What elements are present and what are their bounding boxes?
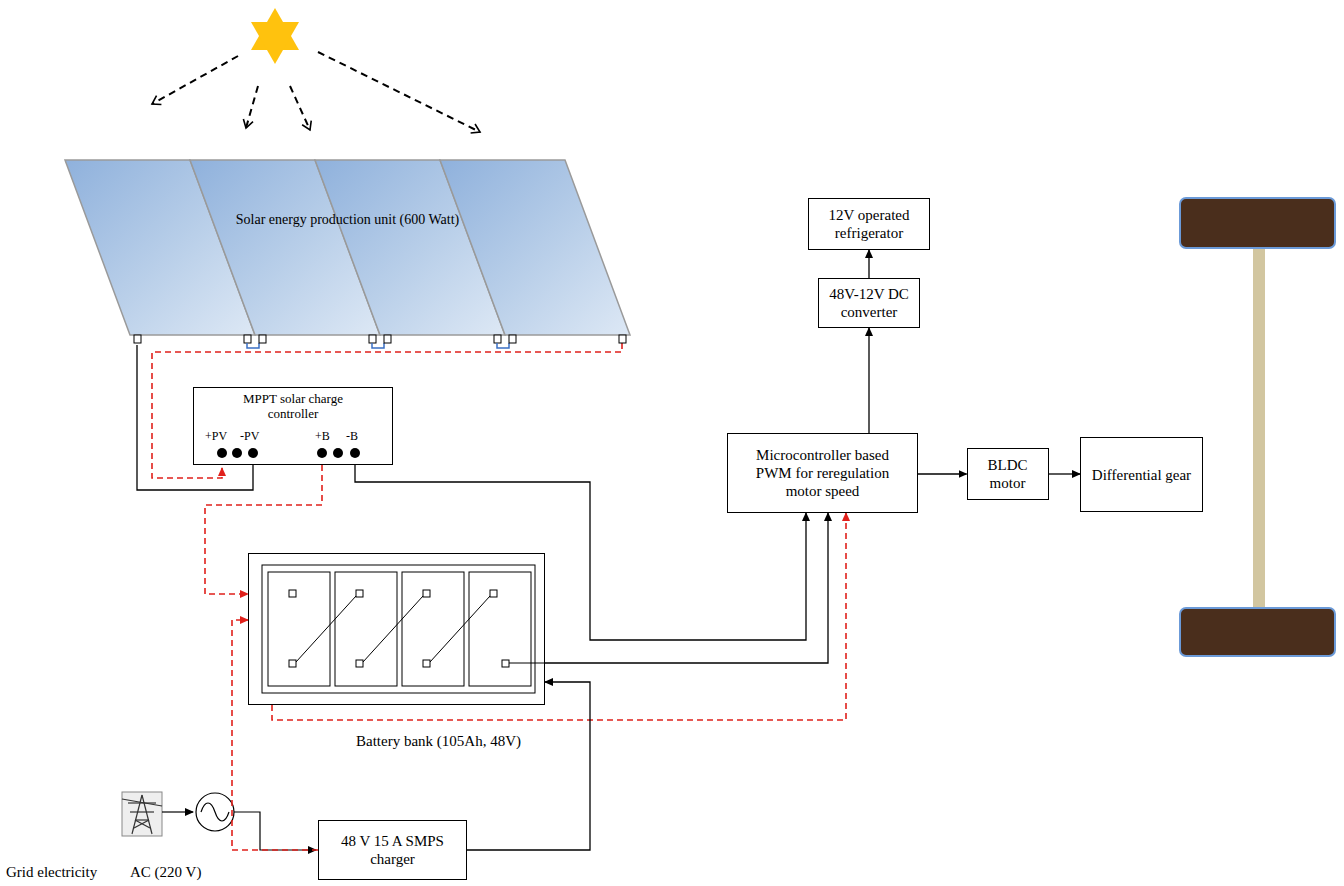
power-wire: [545, 513, 828, 663]
power-wire: [918, 473, 967, 474]
terminal-label: -PV: [240, 429, 259, 444]
sun-rays: [152, 52, 480, 132]
node-text: 48V-12V DC converter: [824, 285, 914, 321]
source-label: Grid electricity: [6, 864, 97, 881]
grid-pylon: [122, 792, 162, 836]
power-wire: [1049, 473, 1081, 474]
charge-wire: [232, 620, 318, 850]
sun-star: [251, 8, 299, 64]
solar-panel: [440, 160, 630, 335]
axle: [1253, 248, 1265, 610]
wheel: [1180, 198, 1335, 248]
battery-bank: Battery bank (105Ah, 48V): [248, 553, 545, 705]
power-wire: [868, 328, 869, 433]
grid-wire: [162, 811, 193, 812]
charger-box: 48 V 15 A SMPS charger: [318, 820, 467, 880]
charge-wire: [205, 465, 322, 594]
charge-controller: MPPT solar charge controller: [193, 387, 393, 465]
terminal-label: -B: [346, 429, 358, 444]
solar-array: Solar energy production unit (600 Watt): [65, 160, 630, 345]
node-text: 48 V 15 A SMPS charger: [340, 832, 445, 868]
ac-wire: [234, 812, 316, 850]
refrigerator-box: 12V operated refrigerator: [808, 198, 930, 250]
source-label: AC (220 V): [130, 864, 201, 881]
terminal-label: +PV: [205, 429, 227, 444]
terminal-label: +B: [315, 429, 330, 444]
wheel: [1180, 608, 1335, 656]
power-wire: [467, 682, 590, 850]
node-text: BLDC motor: [973, 456, 1043, 492]
controller-box: Microcontroller based PWM for reregulati…: [727, 433, 918, 513]
node-text: Solar energy production unit (600 Watt): [65, 212, 630, 229]
power-wire: [137, 345, 253, 490]
node-text: Battery bank (105Ah, 48V): [356, 732, 521, 750]
battery-cells: [262, 565, 545, 693]
node-text: Microcontroller based PWM for reregulati…: [738, 446, 908, 500]
converter-box: 48V-12V DC converter: [818, 278, 920, 328]
node-text: Differential gear: [1092, 466, 1191, 484]
solar-panels: [65, 160, 630, 351]
gear-box: Differential gear: [1080, 437, 1203, 512]
node-text: 12V operated refrigerator: [817, 206, 922, 242]
ac-source: [196, 793, 234, 831]
node-text: MPPT solar charge controller: [228, 392, 358, 422]
power-wire: [868, 250, 869, 278]
charge-wire: [272, 513, 846, 720]
motor-box: BLDC motor: [967, 448, 1049, 500]
red-wire: [152, 343, 622, 478]
terminal-dots: [217, 448, 360, 458]
